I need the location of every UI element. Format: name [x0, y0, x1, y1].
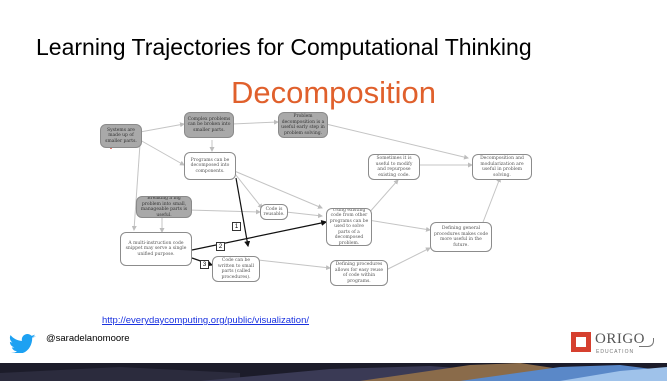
- origo-logo-name: ORIGO: [595, 331, 645, 347]
- diagram-node: A multi-instruction code snippet may ser…: [120, 232, 192, 266]
- diagram-node: Programs can be decomposed into componen…: [184, 152, 236, 180]
- slide-subtitle: Decomposition: [230, 75, 437, 110]
- diagram-node: Problem decomposition is a useful early …: [278, 112, 328, 138]
- diagram-node: Code is reusable.: [260, 204, 288, 220]
- origo-logo-swoosh: [639, 338, 654, 347]
- origo-logo-sub: EDUCATION: [596, 349, 635, 355]
- origo-logo-mark: [571, 332, 591, 352]
- bottom-decorative-bar: [0, 363, 667, 381]
- diagram-node: Breaking a big problem into small, manag…: [136, 196, 192, 218]
- diagram-node: Sometimes it is useful to modify and rep…: [368, 154, 420, 180]
- diagram-node: Decomposition and modularization are use…: [472, 154, 532, 180]
- decomposition-diagram: Systems are made up of smaller parts. Co…: [100, 110, 580, 310]
- slide-title: Learning Trajectories for Computational …: [36, 34, 532, 60]
- diagram-node: Using existing code from other programs …: [326, 208, 372, 246]
- diagram-badge: 2: [216, 242, 225, 251]
- visualization-link[interactable]: http://everydaycomputing.org/public/visu…: [102, 315, 310, 326]
- diagram-node: Systems are made up of smaller parts.: [100, 124, 142, 148]
- origo-logo: ORIGO EDUCATION: [571, 330, 655, 358]
- diagram-node: Defining general procedures makes code m…: [430, 222, 492, 252]
- diagram-node: Defining procedures allows for easy reus…: [330, 260, 388, 286]
- twitter-handle: @saradelanomoore: [46, 333, 130, 344]
- diagram-badge: 3: [200, 260, 209, 269]
- diagram-node: Code can be written to small parts (call…: [212, 256, 260, 282]
- twitter-bird-icon: [9, 334, 36, 353]
- diagram-badge: 1: [232, 222, 241, 231]
- diagram-node: Complex problems can be broken into smal…: [184, 112, 234, 138]
